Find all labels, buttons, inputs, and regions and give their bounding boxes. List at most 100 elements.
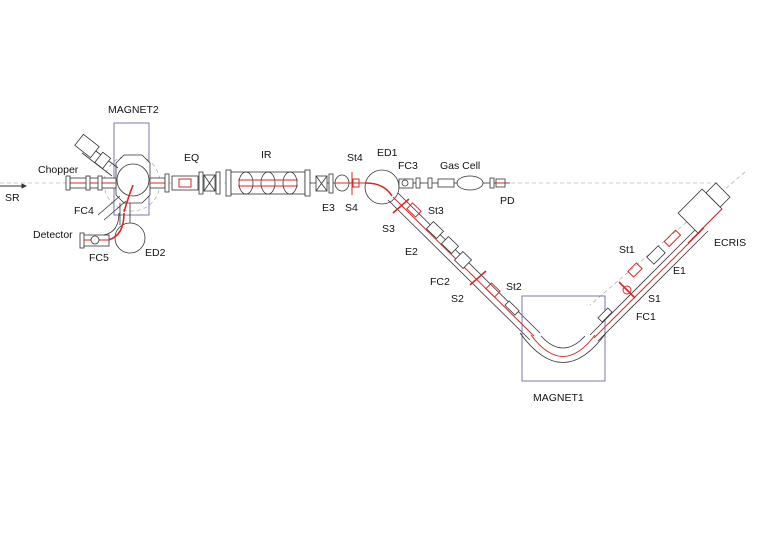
label-ecris: ECRIS	[714, 237, 746, 249]
ed2-assembly	[79, 212, 146, 254]
label-eq: EQ	[184, 152, 199, 164]
left-port-flange-3	[97, 175, 103, 191]
label-sr: SR	[5, 192, 20, 204]
label-ir: IR	[261, 149, 272, 161]
label-st3: St3	[428, 205, 444, 217]
label-detector: Detector	[33, 229, 73, 241]
diag-wall-b	[397, 192, 541, 334]
e2-lens-2	[440, 235, 460, 255]
magnet2-pole	[116, 163, 150, 197]
ir-body	[230, 171, 306, 195]
diagonal-beamline-left	[387, 192, 541, 341]
magnet1-chamber-outer	[519, 332, 607, 363]
label-magnet1: MAGNET1	[533, 392, 584, 404]
label-fc3: FC3	[398, 160, 418, 172]
gas-cell-body	[437, 178, 455, 188]
label-e3: E3	[322, 202, 335, 214]
e2-lens-1	[425, 220, 445, 240]
fc2-flange	[504, 300, 520, 316]
label-st4: St4	[347, 152, 363, 164]
ir-ring-1	[238, 171, 254, 195]
ed2-chamber	[114, 222, 146, 254]
label-s1: S1	[648, 293, 661, 305]
label-e2: E2	[405, 246, 418, 258]
fc3-cup	[401, 179, 409, 187]
label-fc2: FC2	[430, 276, 450, 288]
magnet1-chamber-inner	[540, 335, 586, 349]
fc1-flange	[597, 307, 613, 323]
e2-valve	[453, 250, 473, 270]
label-st2: St2	[506, 281, 522, 293]
label-magnet2: MAGNET2	[108, 104, 159, 116]
label-s3: S3	[382, 223, 395, 235]
ed1-assembly	[364, 169, 414, 205]
e1-lens	[646, 245, 666, 265]
label-fc1: FC1	[636, 311, 656, 323]
st3-steerer	[406, 202, 422, 218]
eq-element	[178, 178, 192, 188]
gas-cell-chamber	[456, 175, 484, 191]
magnet1-beam	[530, 334, 596, 357]
pd-flange	[489, 177, 495, 189]
label-fc5: FC5	[89, 252, 109, 264]
diag-wall-a	[387, 199, 531, 341]
st2-steerer	[485, 282, 501, 298]
gas-cell-flange-1	[415, 177, 421, 189]
eq-flange-1	[164, 173, 170, 193]
st4-steerer	[352, 178, 360, 188]
s1-slit	[618, 281, 636, 299]
chopper-body	[74, 133, 100, 159]
eq-flange-2	[198, 171, 204, 195]
rdiag-beam	[593, 227, 705, 339]
s2-slit	[469, 270, 487, 286]
magnet1-yoke	[521, 295, 606, 382]
ecris-beam	[687, 208, 723, 244]
ed2-beam-bend	[107, 212, 125, 241]
ed2-bend-outline	[103, 212, 120, 236]
label-ed2: ED2	[145, 247, 166, 259]
fc4-arm-b	[103, 200, 127, 221]
rdiag-wall-a	[589, 224, 701, 336]
eq-flange-3	[215, 171, 221, 195]
magnet1-assembly	[519, 295, 607, 382]
label-pd: PD	[500, 195, 515, 207]
diagonal-beamline-right	[589, 182, 731, 342]
label-gas-cell: Gas Cell	[440, 160, 480, 172]
e3-assembly	[310, 172, 366, 195]
fc5-cup	[90, 235, 100, 245]
fc4-arm-a	[97, 195, 121, 216]
label-s2: S2	[451, 293, 464, 305]
gas-cell-assembly	[413, 175, 510, 191]
eq-body	[171, 175, 199, 191]
st1-steerer	[627, 262, 643, 278]
label-st1: St1	[619, 244, 635, 256]
rdiag-wall-b	[597, 230, 709, 342]
label-chopper: Chopper	[38, 164, 79, 176]
left-port-flange-1	[65, 175, 71, 191]
e1-element	[663, 229, 682, 248]
label-fc4: FC4	[74, 205, 94, 217]
e3-flange	[328, 173, 334, 194]
ir-flange-left	[225, 169, 232, 197]
ir-assembly	[225, 169, 311, 197]
ecris-cap	[705, 182, 731, 208]
left-port-flange-2	[85, 175, 91, 191]
ir-flange-right	[304, 169, 311, 197]
label-ed1: ED1	[377, 147, 398, 159]
ir-ring-3	[282, 171, 298, 195]
gas-cell-flange-2	[427, 177, 433, 189]
ed1-beam-bend	[365, 182, 393, 197]
s3-slit	[392, 198, 410, 214]
label-e1: E1	[673, 265, 686, 277]
magnet2-beam-path	[123, 184, 134, 213]
chopper-flange	[94, 151, 112, 170]
valve-x-2	[203, 174, 216, 192]
guide-line-ecris	[589, 171, 746, 306]
detector-flange	[79, 232, 85, 249]
e3-valve-x-2	[315, 175, 328, 192]
eq-assembly	[164, 171, 221, 195]
label-s4: S4	[345, 202, 358, 214]
magnet2-assembly	[65, 122, 166, 225]
fc1-cup	[622, 285, 632, 295]
